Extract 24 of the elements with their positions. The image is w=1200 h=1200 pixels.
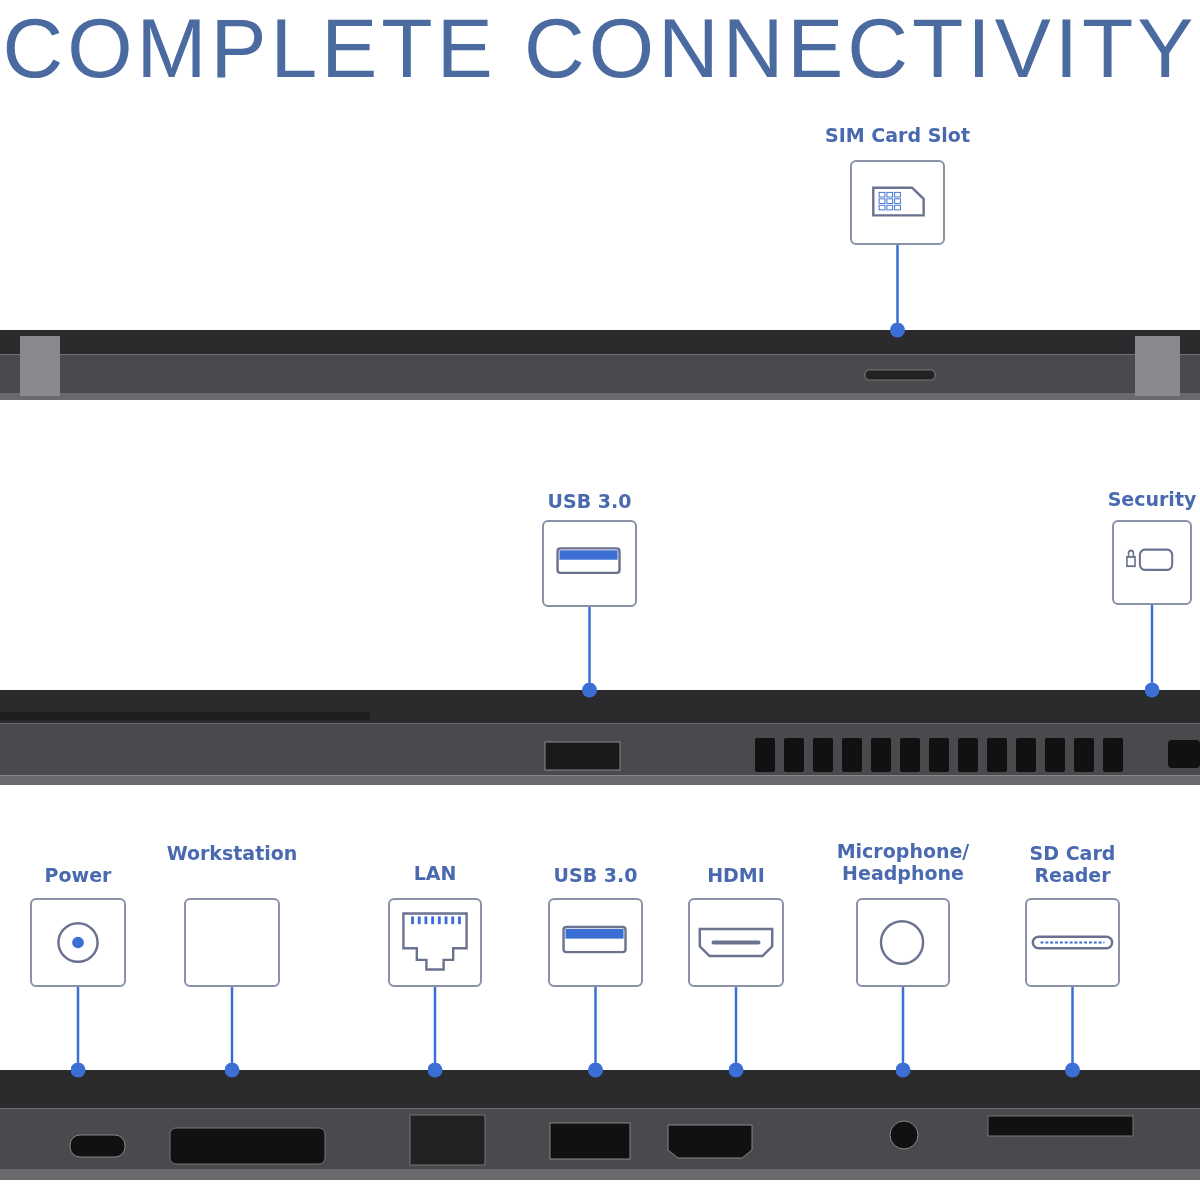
leader-line — [70, 987, 86, 1078]
leader-line — [1144, 605, 1160, 698]
leader-line — [1065, 987, 1080, 1078]
laptop-side-drawing — [0, 690, 1200, 785]
leader-line — [890, 245, 905, 338]
leader-line — [895, 987, 911, 1078]
laptop-side-drawing — [0, 1070, 1200, 1180]
leader-line — [728, 987, 744, 1078]
leader-line — [224, 987, 240, 1078]
port-label: SD Card Reader — [1028, 842, 1117, 886]
port-label: USB 3.0 — [552, 864, 639, 886]
port-label: HDMI — [706, 864, 766, 886]
port-label: LAN — [412, 862, 458, 884]
laptop-rear-drawing — [0, 330, 1200, 400]
port-label: Workstation — [165, 842, 299, 864]
port-label: Microphone/ Headphone — [835, 840, 971, 884]
port-label: Power — [43, 864, 113, 886]
leader-line — [582, 607, 597, 698]
port-label: SIM Card Slot — [824, 124, 971, 146]
leader-line — [427, 987, 443, 1078]
port-label: USB 3.0 — [546, 490, 633, 512]
page-title: COMPLETE CONNECTIVITY — [1, 0, 1199, 97]
port-label: Security — [1106, 488, 1198, 510]
leader-line — [588, 987, 603, 1078]
